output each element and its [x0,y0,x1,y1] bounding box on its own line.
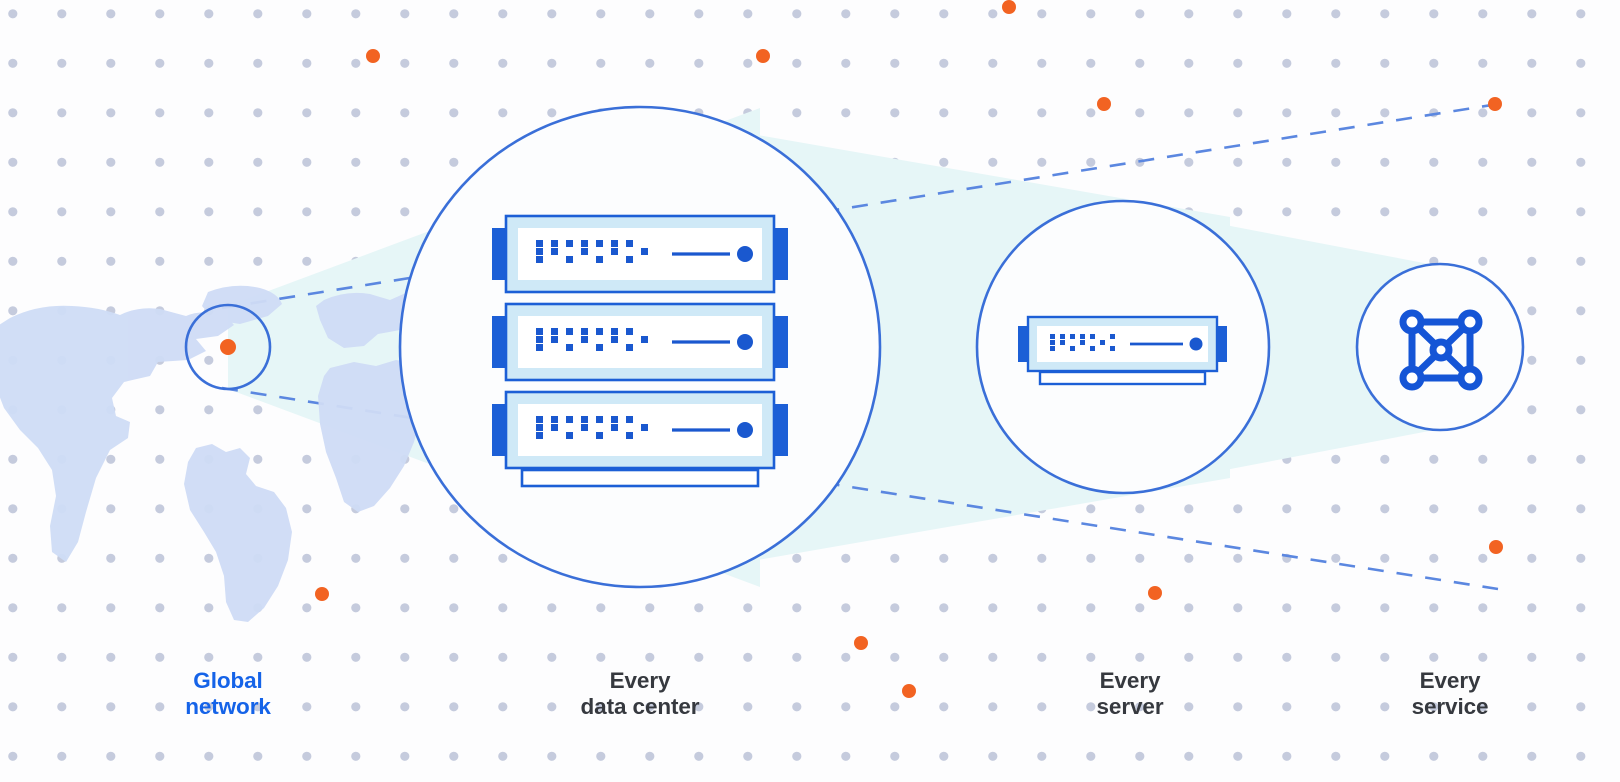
rack-unit-3 [492,390,788,470]
rack-unit-2-status-dot-icon [737,334,753,350]
rack-unit-2 [492,302,788,382]
accent-dot [315,587,329,601]
rack-unit-3-led-matrix-icon [536,416,648,439]
accent-dot-group [315,0,1503,698]
accent-dot [1489,540,1503,554]
accent-dot [1148,586,1162,600]
node-graph-nodes [1399,309,1483,391]
accent-dot [1488,97,1502,111]
rack-unit-1 [492,214,788,294]
node-top-left [1399,309,1425,335]
map-focus-circle [184,303,272,391]
server-rack-group [492,214,788,488]
accent-dot [1097,97,1111,111]
accent-dot [756,49,770,63]
node-bottom-right [1457,365,1483,391]
single-server-led-matrix-icon [1050,334,1115,351]
node-center [1429,338,1453,362]
single-server-group [1018,315,1227,386]
accent-dot [902,684,916,698]
accent-dot [854,636,868,650]
node-bottom-left [1399,365,1425,391]
accent-dot [1002,0,1016,14]
single-server-base-shelf [1038,370,1207,386]
rack-unit-1-led-matrix-icon [536,240,648,263]
rack-unit-1-status-dot-icon [737,246,753,262]
rack-unit-2-led-matrix-icon [536,328,648,351]
single-server-status-dot-icon [1189,337,1203,351]
rack-base-shelf [520,468,760,488]
rack-unit-3-status-dot-icon [737,422,753,438]
node-top-right [1457,309,1483,335]
accent-dot [366,49,380,63]
map-location-marker-icon [220,339,236,355]
